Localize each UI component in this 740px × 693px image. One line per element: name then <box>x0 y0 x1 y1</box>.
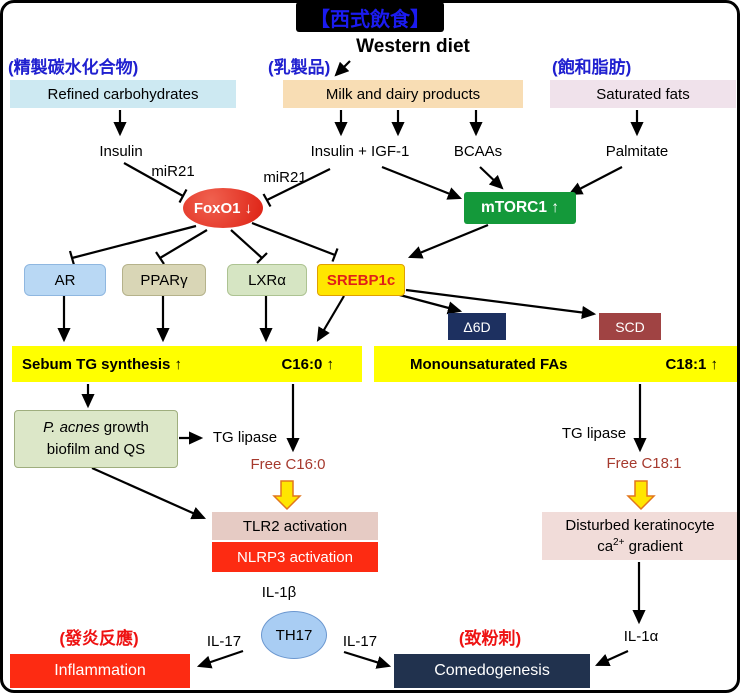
activation-arrows <box>57 60 647 669</box>
il17-left-label: IL-17 <box>206 633 242 650</box>
insulin-label: Insulin <box>99 143 143 160</box>
keratinocyte-line2: ca2+ gradient <box>597 536 683 557</box>
palmitate-label: Palmitate <box>605 143 669 160</box>
pacnes-box: P. acnes growth biofilm and QS <box>14 410 178 468</box>
insulin-igf1-label: Insulin + IGF-1 <box>310 143 410 160</box>
block-arrow-left-icon <box>272 480 302 511</box>
tg-lipase-left-label: TG lipase <box>212 429 278 446</box>
inflammation-chinese-label: (發炎反應) <box>59 629 139 648</box>
refined-carbs-chinese-label: (精製碳水化合物) <box>8 58 139 77</box>
ar-box: AR <box>24 264 106 296</box>
foxo1-node: FoxO1 ↓ <box>183 188 263 228</box>
monounsaturated-bar: Monounsaturated FAs C18:1 ↑ <box>374 346 738 382</box>
title-chinese: 【西式飲食】 <box>296 2 444 32</box>
saturated-fats-box: Saturated fats <box>550 80 736 108</box>
il1a-label: IL-1α <box>623 628 659 645</box>
pacnes-line1: P. acnes growth <box>43 417 149 439</box>
free-c16-label: Free C16:0 <box>250 456 326 473</box>
nlrp3-activation-box: NLRP3 activation <box>212 542 378 572</box>
tg-lipase-right-label: TG lipase <box>561 425 627 442</box>
dairy-chinese-label: (乳製品) <box>268 58 331 77</box>
comedogenesis-box: Comedogenesis <box>394 654 590 688</box>
mir21-left-label: miR21 <box>151 163 195 180</box>
c16-label: C16:0 ↑ <box>281 355 334 373</box>
keratinocyte-line1: Disturbed keratinocyte <box>565 517 715 534</box>
c18-label: C18:1 ↑ <box>665 355 718 373</box>
pacnes-line2: biofilm and QS <box>46 441 146 458</box>
th17-node: TH17 <box>261 611 327 659</box>
free-c18-label: Free C18:1 <box>606 455 682 472</box>
bcaas-label: BCAAs <box>453 143 503 160</box>
pparg-box: PPARγ <box>122 264 206 296</box>
pacnes-growth: growth <box>99 419 149 437</box>
mir21-right-label: miR21 <box>263 169 307 186</box>
keratinocyte-box: Disturbed keratinocyte ca2+ gradient <box>542 512 738 560</box>
srebp1c-box: SREBP1c <box>317 264 405 296</box>
sebum-synthesis-bar: Sebum TG synthesis ↑ C16:0 ↑ <box>12 346 362 382</box>
gradient-label: gradient <box>624 538 683 555</box>
delta6d-box: Δ6D <box>448 313 506 340</box>
il17-right-label: IL-17 <box>342 633 378 650</box>
mufa-label: Monounsaturated FAs <box>410 355 568 373</box>
pacnes-italic: P. acnes <box>43 419 100 437</box>
il1b-label: IL-1β <box>261 584 297 601</box>
saturated-fats-chinese-label: (飽和脂肪) <box>552 58 632 77</box>
milk-dairy-box: Milk and dairy products <box>283 80 523 108</box>
comedogenesis-chinese-label: (致粉刺) <box>458 629 522 648</box>
ca-superscript: 2+ <box>613 537 625 548</box>
scd-box: SCD <box>599 313 661 340</box>
title-western-diet: Western diet <box>356 36 470 57</box>
inhibition-lines <box>68 162 339 266</box>
refined-carbohydrates-box: Refined carbohydrates <box>10 80 236 108</box>
lxra-box: LXRα <box>227 264 307 296</box>
mtorc1-node: mTORC1 ↑ <box>464 192 576 224</box>
sebum-tg-label: Sebum TG synthesis ↑ <box>22 355 183 373</box>
block-arrow-right-icon <box>626 480 656 511</box>
ca-label: ca <box>597 538 614 555</box>
tlr2-activation-box: TLR2 activation <box>212 512 378 540</box>
inflammation-box: Inflammation <box>10 654 190 688</box>
